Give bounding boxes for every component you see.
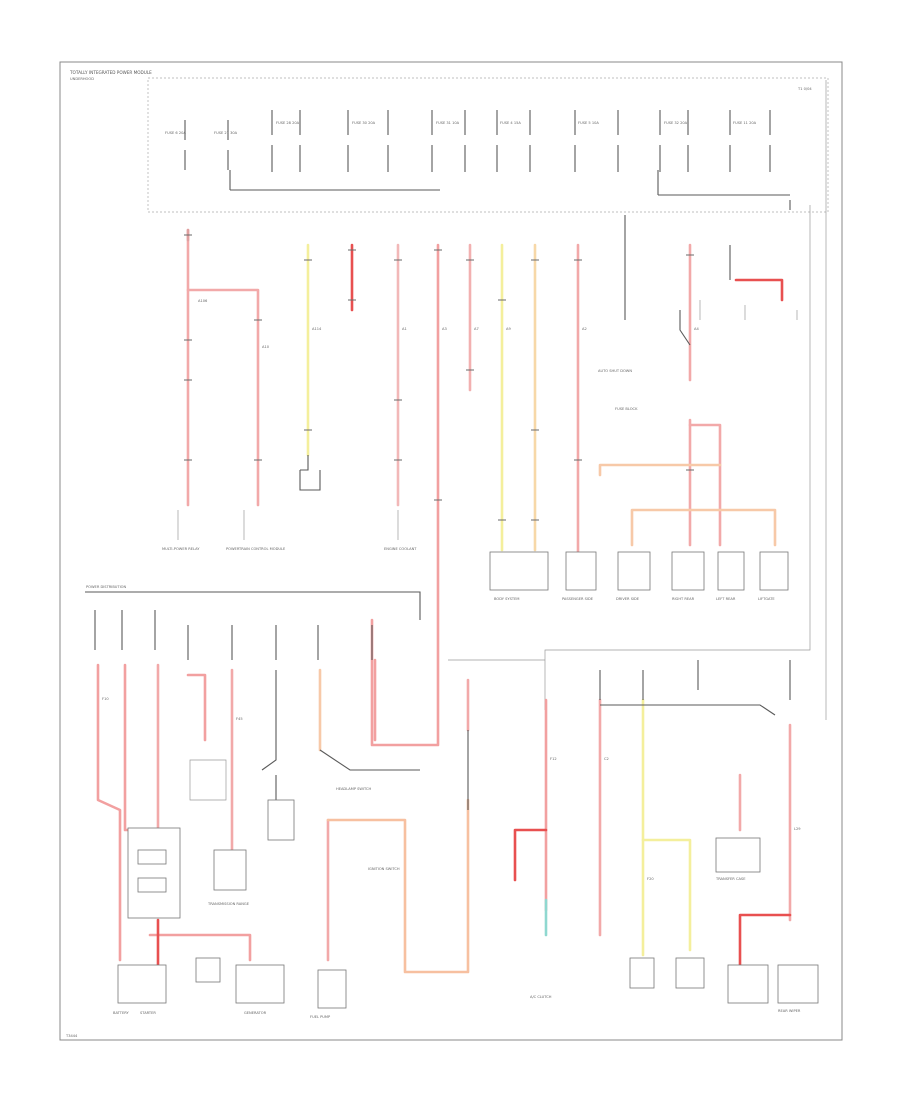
label-right-rear: RIGHT REAR bbox=[672, 597, 695, 601]
label-transfer-case: TRANSFER CASE bbox=[715, 877, 746, 881]
wires-upper bbox=[186, 200, 791, 747]
wire-labels: A106 A10 A114 A1 A3 A7 A9 A2 A4 F10 F45 … bbox=[102, 299, 801, 881]
fuse-label-5: FUSE 31 10A bbox=[436, 121, 460, 125]
wire-label-4: A1 bbox=[402, 327, 407, 331]
relay-area-upper-right: AUTO SHUT DOWN FUSE BLOCK bbox=[598, 300, 798, 411]
label-pcm: POWERTRAIN CONTROL MODULE bbox=[226, 547, 286, 551]
label-starter: STARTER bbox=[140, 1011, 156, 1015]
page-number: T3444 bbox=[65, 1034, 78, 1038]
label-center: POWER DISTRIBUTION bbox=[86, 585, 126, 589]
fuse-label-7: FUSE 5 10A bbox=[578, 121, 599, 125]
label-fuel-pump: FUEL PUMP bbox=[310, 1015, 331, 1019]
wire-label-15: L29 bbox=[794, 827, 801, 831]
connector-marks bbox=[184, 234, 694, 521]
fuse-label-3: FUSE 28 20A bbox=[276, 121, 300, 125]
label-battery: BATTERY bbox=[113, 1011, 130, 1015]
wire-label-3: A114 bbox=[312, 327, 322, 331]
label-rear-wiper: REAR WIPER bbox=[778, 1009, 801, 1013]
fuse-label-4: FUSE 30 20A bbox=[352, 121, 376, 125]
wire-label-8: A2 bbox=[582, 327, 587, 331]
label-fuse-block: FUSE BLOCK bbox=[615, 407, 638, 411]
label-generator: GENERATOR bbox=[244, 1011, 267, 1015]
wire-label-7: A9 bbox=[506, 327, 511, 331]
header-note-sub: UNDERHOOD bbox=[70, 77, 94, 81]
lower-right-section: A/C CLUTCH TRANSFER CASE REAR WIPER bbox=[448, 659, 819, 1013]
wire-label-5: A3 bbox=[442, 327, 447, 331]
wire-label-2: A10 bbox=[262, 345, 270, 349]
fuse-label-8: FUSE 32 20A bbox=[664, 121, 688, 125]
label-liftgate: LIFTGATE bbox=[758, 597, 775, 601]
feed-line-right bbox=[544, 205, 811, 710]
upper-bottom-components: MULTI-POWER RELAY POWERTRAIN CONTROL MOD… bbox=[162, 510, 789, 601]
fuse-label-1: FUSE 6 20A bbox=[165, 131, 186, 135]
wire-label-6: A7 bbox=[474, 327, 479, 331]
lower-left-section: POWER DISTRIBUTION BATTERY STARTER GENER… bbox=[85, 585, 470, 1019]
wire-label-1: A106 bbox=[198, 299, 208, 303]
label-multi-power-relay: MULTI-POWER RELAY bbox=[162, 547, 200, 551]
wire-label-13: C2 bbox=[604, 757, 609, 761]
label-ac-clutch: A/C CLUTCH bbox=[530, 995, 552, 999]
label-ignition-switch: IGNITION SWITCH bbox=[368, 867, 400, 871]
label-engine-coolant: ENGINE COOLANT bbox=[384, 547, 417, 551]
label-body-system: BODY SYSTEM bbox=[494, 597, 519, 601]
power-module-boundary bbox=[147, 77, 829, 213]
label-driver-side: DRIVER SIDE bbox=[616, 597, 640, 601]
label-transmission: TRANSMISSION RANGE bbox=[207, 902, 250, 906]
corner-label: T1 0/04 bbox=[797, 87, 812, 91]
fuse-label-9: FUSE 11 20A bbox=[733, 121, 757, 125]
wire-label-9: A4 bbox=[694, 327, 699, 331]
header-note: TOTALLY INTEGRATED POWER MODULE bbox=[69, 70, 152, 75]
diagram-frame bbox=[59, 61, 843, 1041]
fuse-label-2: FUSE 27 30A bbox=[214, 131, 238, 135]
wire-label-10: F10 bbox=[102, 697, 109, 701]
fuse-label-6: FUSE 4 15A bbox=[500, 121, 521, 125]
fuse-row-top: FUSE 6 20A FUSE 27 30A FUSE 28 20A FUSE … bbox=[165, 110, 790, 196]
label-passenger-side: PASSENGER SIDE bbox=[562, 597, 594, 601]
wire-label-11: F45 bbox=[236, 717, 243, 721]
label-left-rear: LEFT REAR bbox=[716, 597, 736, 601]
label-auto-shut-down: AUTO SHUT DOWN bbox=[598, 369, 632, 373]
label-headlamp-switch: HEADLAMP SWITCH bbox=[336, 787, 372, 791]
wire-label-14: F20 bbox=[647, 877, 654, 881]
wire-label-12: F12 bbox=[550, 757, 557, 761]
